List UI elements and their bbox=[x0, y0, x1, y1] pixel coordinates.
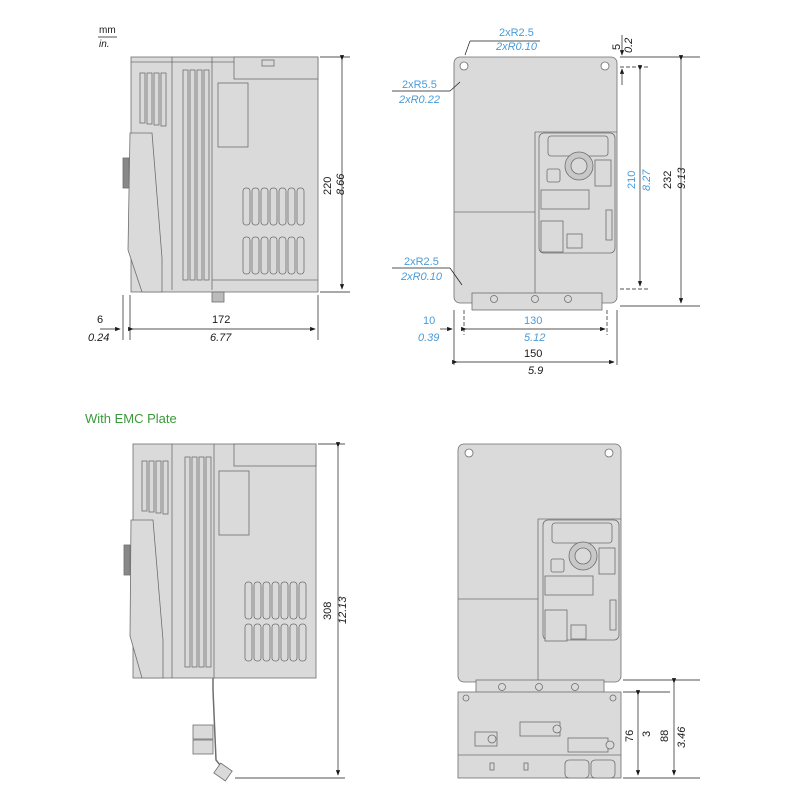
bottom-corner-radius-mm: 2xR2.5 bbox=[404, 256, 439, 268]
total-height-mm: 232 bbox=[662, 170, 674, 189]
emc-section-title: With EMC Plate bbox=[85, 411, 177, 426]
emc-plate-height-mm: 76 bbox=[624, 729, 636, 742]
total-width-in: 5.9 bbox=[528, 365, 544, 377]
mount-width-in: 5.12 bbox=[524, 332, 546, 344]
unit-primary-label: mm bbox=[99, 25, 116, 36]
left-offset-mm: 10 bbox=[423, 315, 436, 327]
emc-plate-total-in: 3.46 bbox=[676, 726, 688, 748]
emc-plate-height-in: 3 bbox=[641, 730, 653, 737]
total-width-mm: 150 bbox=[524, 348, 543, 360]
side-depth-in: 6.77 bbox=[210, 332, 232, 344]
side-view-drawing bbox=[122, 56, 319, 303]
top-corner-radius-in: 2xR0.10 bbox=[496, 41, 537, 53]
emc-front-view-drawing bbox=[457, 443, 622, 779]
side-height-mm: 220 bbox=[322, 176, 334, 195]
top-offset-mm: 5 bbox=[611, 43, 623, 50]
unit-secondary-label: in. bbox=[99, 39, 110, 50]
emc-plate-total-mm: 88 bbox=[659, 729, 671, 742]
bottom-corner-radius-in: 2xR0.10 bbox=[401, 271, 442, 283]
top-offset-in: 0.2 bbox=[623, 37, 635, 53]
mount-hole-radius-mm: 2xR5.5 bbox=[402, 79, 437, 91]
side-offset-in: 0.24 bbox=[88, 332, 110, 344]
emc-height-mm: 308 bbox=[322, 601, 334, 620]
mount-height-mm: 210 bbox=[626, 170, 638, 189]
emc-side-view-drawing bbox=[123, 443, 317, 782]
mount-hole-radius-in: 2xR0.22 bbox=[399, 94, 440, 106]
emc-height-in: 12.13 bbox=[337, 596, 349, 624]
mount-width-mm: 130 bbox=[524, 315, 543, 327]
total-height-in: 9.13 bbox=[676, 167, 688, 189]
top-corner-radius-mm: 2xR2.5 bbox=[499, 27, 534, 39]
mount-height-in: 8.27 bbox=[641, 169, 653, 191]
side-offset-mm: 6 bbox=[97, 314, 104, 326]
front-view-drawing bbox=[453, 56, 618, 311]
side-depth-mm: 172 bbox=[212, 314, 231, 326]
side-height-in: 8.66 bbox=[335, 173, 347, 195]
left-offset-in: 0.39 bbox=[418, 332, 440, 344]
